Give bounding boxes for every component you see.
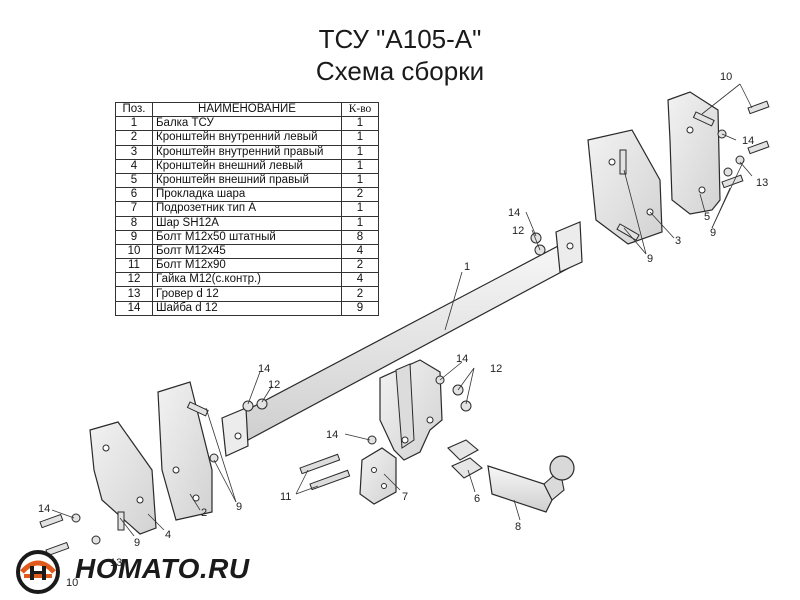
cell-name: Шайба d 12 xyxy=(152,300,342,316)
cell-name: Кронштейн внутренний правый xyxy=(152,144,342,160)
callout-13-left: 13 xyxy=(110,557,122,569)
callout-11: 11 xyxy=(280,491,291,503)
bracket-inner-left xyxy=(157,381,213,521)
callout-7: 7 xyxy=(402,491,408,503)
cell-name: Кронштейн внешний правый xyxy=(152,172,342,189)
callout-13-right: 13 xyxy=(756,177,768,189)
document-title: ТСУ "А105-А" xyxy=(318,24,482,54)
cell-qty: 1 xyxy=(341,158,379,174)
logo-text[interactable]: HOMATO.RU xyxy=(75,553,250,584)
cell-name: Болт М12х50 штатный xyxy=(152,229,342,245)
cell-pos: 8 xyxy=(115,215,153,231)
cell-name: Балка ТСУ xyxy=(152,116,342,132)
callout-14-left-outer: 14 xyxy=(38,503,50,515)
socket-plate xyxy=(359,447,397,505)
callout-9-left-outer: 9 xyxy=(134,537,140,549)
ball-spacers xyxy=(447,439,483,479)
cell-qty: 1 xyxy=(341,116,379,132)
cell-qty: 2 xyxy=(341,187,379,203)
tow-beam xyxy=(221,221,583,457)
callout-1: 1 xyxy=(464,261,470,273)
cell-pos: 13 xyxy=(115,286,153,302)
cell-qty: 1 xyxy=(341,130,379,146)
cell-pos: 9 xyxy=(115,229,153,245)
hitch-mount-bracket xyxy=(379,359,443,461)
cell-name: Подрозетник тип А xyxy=(152,201,342,217)
cell-qty: 1 xyxy=(341,144,379,160)
callout-12-left: 12 xyxy=(268,379,280,391)
callout-2: 2 xyxy=(201,507,207,519)
cell-pos: 5 xyxy=(115,172,153,189)
bracket-outer-left xyxy=(89,421,157,535)
cell-pos: 14 xyxy=(115,300,153,316)
callout-8: 8 xyxy=(515,521,521,533)
cell-name: Болт М12х45 xyxy=(152,243,342,260)
homato-car-logo-icon xyxy=(16,550,60,594)
callout-14-right-outer: 14 xyxy=(742,135,754,147)
cell-qty: 9 xyxy=(341,300,379,316)
cell-pos: 1 xyxy=(115,116,153,132)
parts-table-header: Поз. НАИМЕНОВАНИЕ К-во xyxy=(115,101,379,118)
cell-name: Гровер d 12 xyxy=(152,286,342,302)
cell-name: Прокладка шара xyxy=(152,187,342,203)
fasteners xyxy=(39,100,770,557)
callout-12-right: 12 xyxy=(512,225,524,237)
callout-14-center: 14 xyxy=(456,353,468,365)
callout-14-left: 14 xyxy=(258,363,270,375)
callout-6: 6 xyxy=(474,493,480,505)
callout-9-left-inner: 9 xyxy=(236,501,242,513)
cell-qty: 1 xyxy=(341,201,379,217)
callout-5: 5 xyxy=(704,211,710,223)
callout-14-right: 14 xyxy=(508,207,520,219)
cell-qty: 1 xyxy=(341,172,379,189)
callout-10-right: 10 xyxy=(720,71,732,83)
callout-12-center: 12 xyxy=(490,363,502,375)
bracket-inner-right xyxy=(587,129,663,245)
cell-name: Кронштейн внешний левый xyxy=(152,158,342,174)
cell-name: Кронштейн внутренний левый xyxy=(152,130,342,146)
bracket-outer-right xyxy=(667,91,721,215)
leader-lines xyxy=(51,83,753,537)
callout-10-left: 10 xyxy=(66,577,78,589)
cell-pos: 7 xyxy=(115,201,153,217)
callout-9-right-outer: 9 xyxy=(710,227,716,239)
cell-qty: 1 xyxy=(341,215,379,231)
cell-pos: 2 xyxy=(115,130,153,146)
callout-labels: 1 2 3 4 5 6 7 8 9 9 9 9 10 10 11 12 12 1… xyxy=(38,71,768,589)
cell-qty: 8 xyxy=(341,229,379,245)
tow-ball xyxy=(487,455,575,513)
callout-9-right-inner: 9 xyxy=(647,253,653,265)
bolts-m12x90 xyxy=(299,453,351,491)
document-subtitle: Схема сборки xyxy=(315,56,485,86)
callout-14-center-left: 14 xyxy=(326,429,338,441)
callout-3: 3 xyxy=(675,235,681,247)
callout-4: 4 xyxy=(165,529,171,541)
column-header-pos: Поз. xyxy=(115,101,153,118)
